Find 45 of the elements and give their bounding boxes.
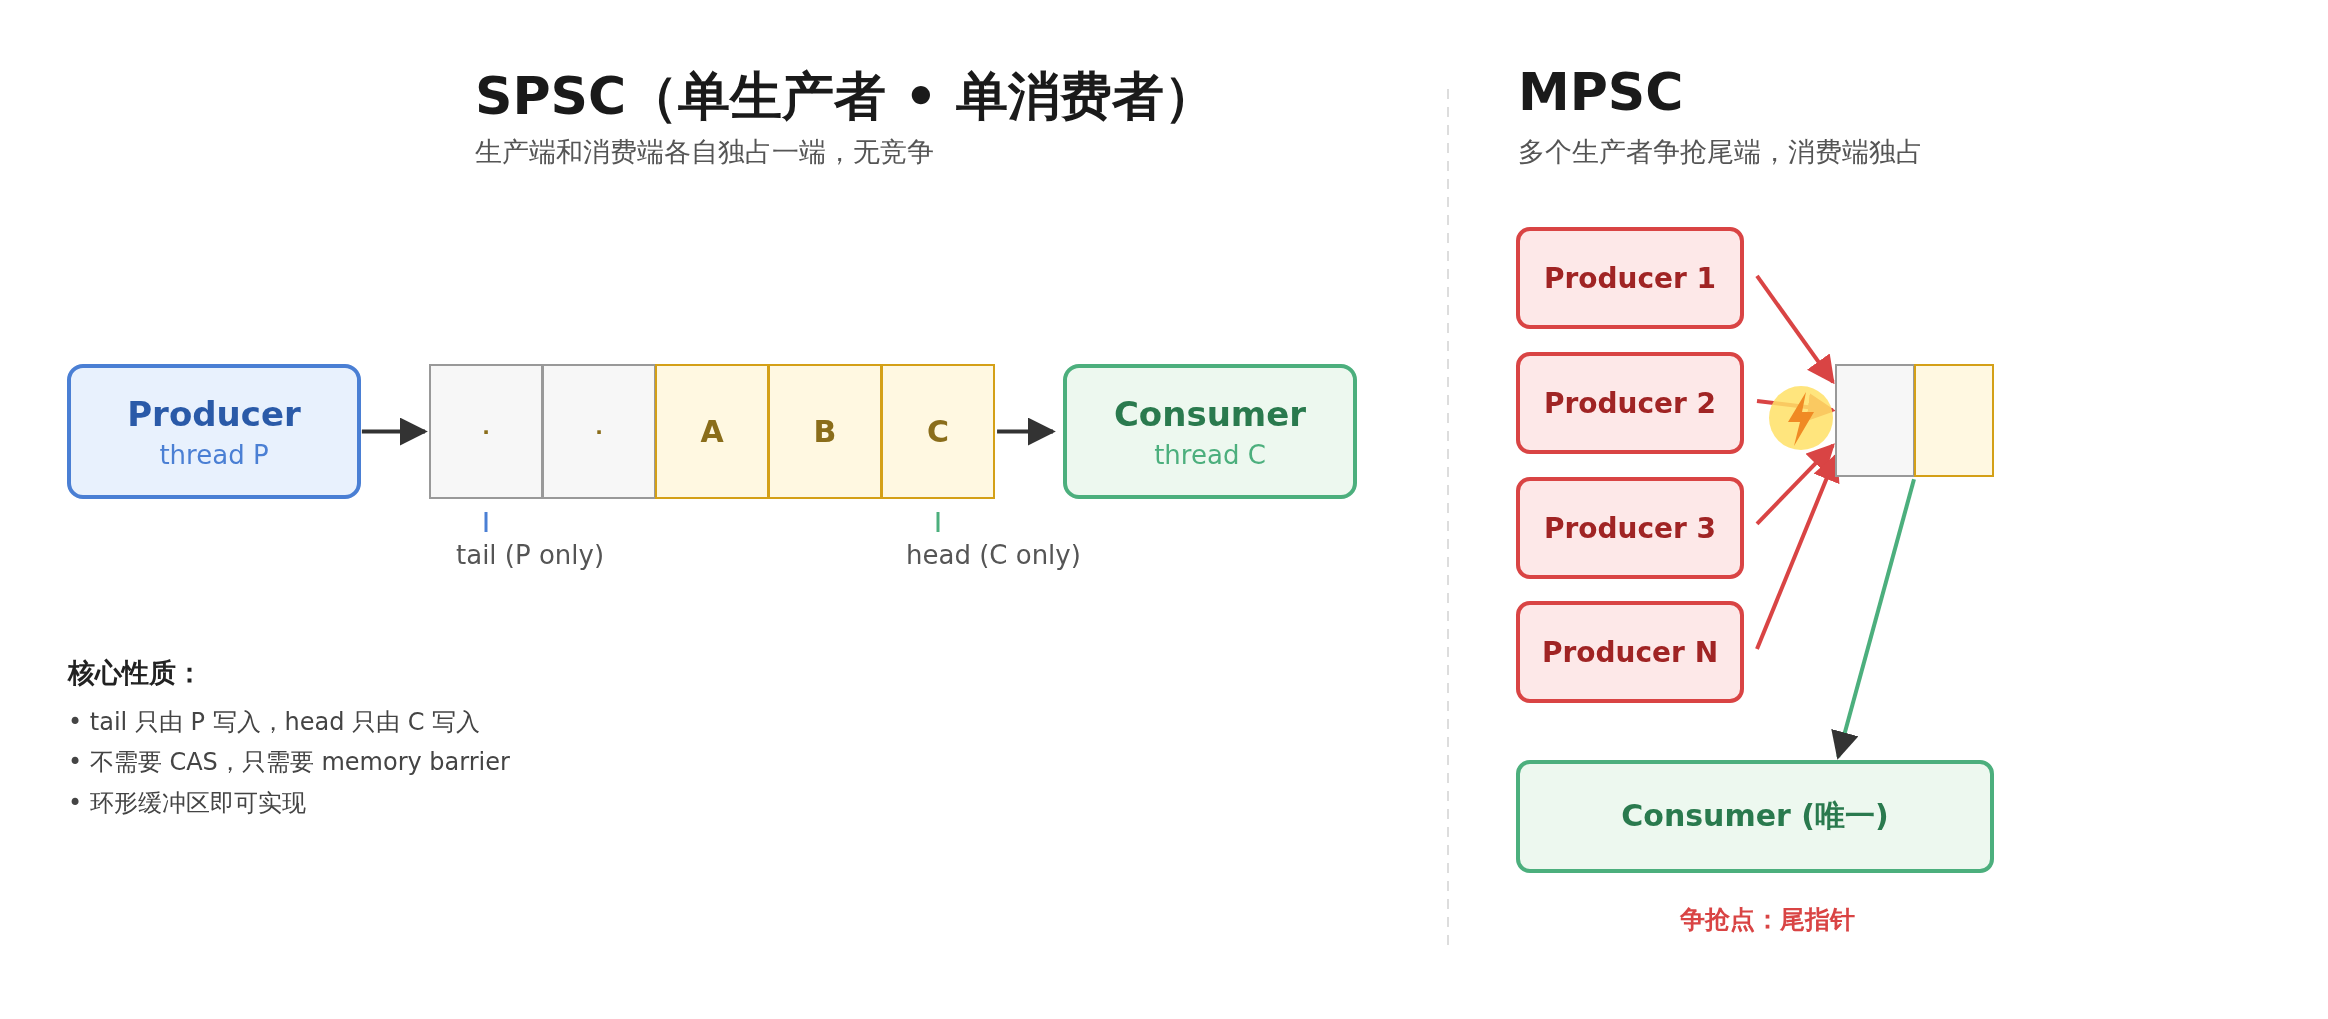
section-title: SPSC（单生产者 • 单消费者） [475, 65, 1216, 128]
node-title: A [700, 414, 724, 449]
bullet-item: • 环形缓冲区即可实现 [68, 788, 306, 819]
contention-note: 争抢点：尾指针 [1680, 904, 1855, 936]
node-title: Producer N [1541, 635, 1719, 669]
section-title: MPSC [1518, 62, 1684, 122]
arrow [1755, 443, 1835, 526]
queue-slot [655, 364, 769, 499]
bullet-item: • 不需要 CAS，只需要 memory barrier [68, 747, 510, 778]
node-title: Consumer (唯一) [1621, 797, 1889, 835]
arrow [1755, 452, 1840, 650]
node-title: Producer 3 [1543, 511, 1717, 545]
notes-heading: 核心性质： [68, 656, 203, 690]
queue-slot [542, 364, 656, 499]
node-title: C [927, 414, 949, 449]
bullet-item: • tail 只由 P 写入，head 只由 C 写入 [68, 707, 481, 738]
subtitle: 生产端和消费端各自独占一端，无竞争 [475, 135, 934, 169]
producer-box [1516, 601, 1744, 703]
producer-box [1516, 227, 1744, 329]
producer-box [1516, 352, 1744, 454]
pointer-label: head (C only) [906, 540, 1081, 570]
arrow [1831, 478, 1916, 760]
consumer-box [1063, 364, 1357, 499]
queue-slot [1835, 364, 1915, 477]
queue-slot [881, 364, 995, 499]
node-title: · [595, 419, 603, 444]
node-title: B [813, 414, 837, 449]
arrow [1755, 274, 1835, 385]
subtitle: 多个生产者争抢尾端，消费端独占 [1518, 135, 1923, 169]
node-title: Producer 1 [1543, 261, 1717, 295]
node-title: · [482, 419, 490, 444]
arrow [997, 417, 1056, 446]
node-subtitle: thread C [1154, 439, 1266, 470]
consumer-box [1516, 760, 1994, 873]
queue-slot [1914, 364, 1994, 477]
node-title: Producer 2 [1543, 386, 1717, 420]
node-title: Consumer [1113, 393, 1307, 434]
node-title: Producer [127, 393, 301, 434]
node-subtitle: thread P [159, 439, 269, 470]
pointer-label: tail (P only) [456, 540, 605, 570]
arrow [361, 417, 428, 446]
producer-box [67, 364, 361, 499]
queue-slot [768, 364, 882, 499]
producer-box [1516, 477, 1744, 579]
queue-slot [429, 364, 543, 499]
